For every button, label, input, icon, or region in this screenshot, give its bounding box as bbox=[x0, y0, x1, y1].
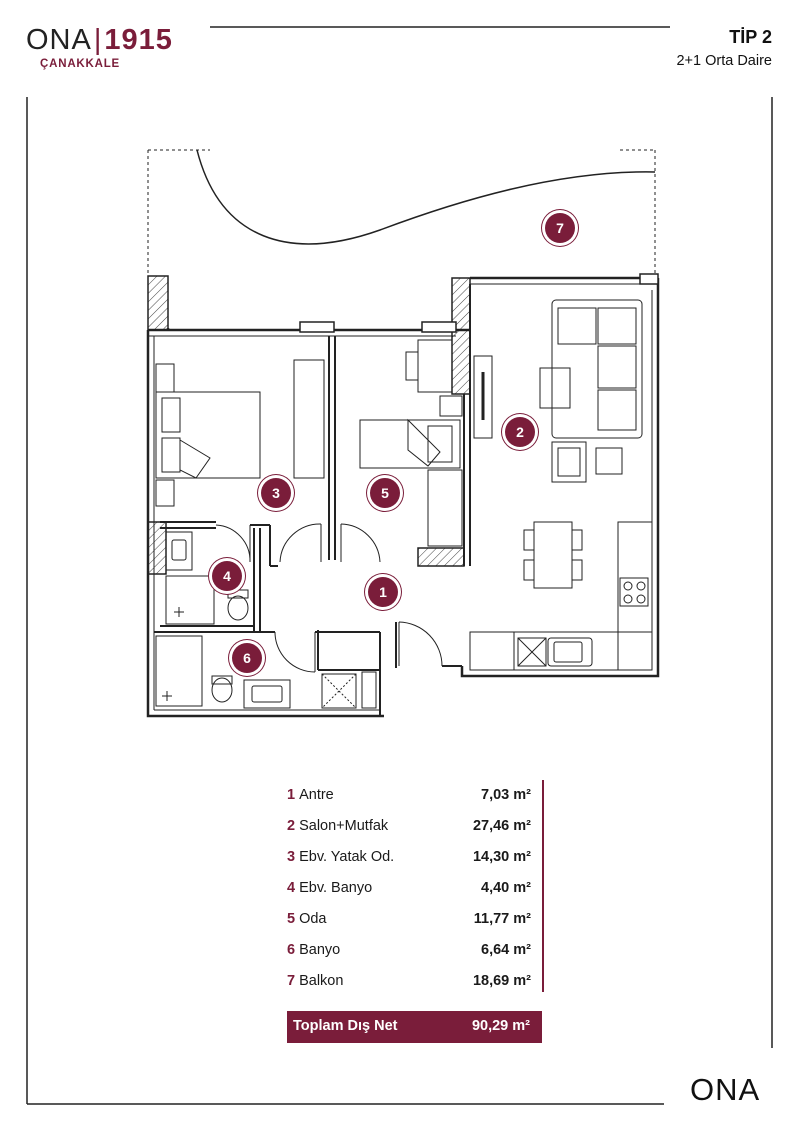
room-marker-2: 2 bbox=[505, 417, 535, 447]
table-row: 4 Ebv. Banyo 4,40 m² bbox=[287, 880, 543, 904]
total-area: 90,29 m² bbox=[471, 1018, 530, 1034]
row-number: 7 bbox=[287, 973, 300, 989]
table-row: 7 Balkon 18,69 m² bbox=[287, 973, 543, 997]
footer-logo: ONA bbox=[690, 1072, 761, 1107]
row-area: 11,77 m² bbox=[473, 911, 531, 927]
bathroom-4-fixtures bbox=[165, 531, 249, 625]
wall-columns bbox=[147, 275, 471, 575]
balcony bbox=[147, 149, 656, 276]
row-room-name: Balkon bbox=[299, 973, 344, 989]
table-row: 6 Banyo 6,64 m² bbox=[287, 942, 543, 966]
room-5-furniture bbox=[359, 339, 463, 547]
page-frame bbox=[26, 26, 773, 1105]
bathroom-6-fixtures bbox=[155, 635, 377, 709]
room-marker-7: 7 bbox=[545, 213, 575, 243]
room-marker-5: 5 bbox=[370, 478, 400, 508]
row-room-name: Ebv. Yatak Od. bbox=[299, 849, 395, 865]
table-row: 1 Antre 7,03 m² bbox=[287, 787, 543, 811]
row-room-name: Salon+Mutfak bbox=[299, 818, 389, 834]
logo-divider: | bbox=[93, 24, 103, 56]
row-room-name: Ebv. Banyo bbox=[299, 880, 373, 896]
row-area: 7,03 m² bbox=[481, 787, 531, 803]
room-marker-1: 1 bbox=[368, 577, 398, 607]
row-area: 27,46 m² bbox=[472, 818, 531, 834]
windows bbox=[299, 273, 659, 333]
bedroom-3-furniture bbox=[155, 359, 325, 507]
row-number: 2 bbox=[287, 818, 300, 834]
row-room-name: Banyo bbox=[299, 942, 341, 958]
row-area: 18,69 m² bbox=[472, 973, 531, 989]
living-room-furniture bbox=[473, 299, 643, 589]
brand-logo: ONA|1915 bbox=[26, 24, 173, 57]
row-room-name: Antre bbox=[299, 787, 334, 803]
row-number: 1 bbox=[287, 787, 300, 803]
outer-walls bbox=[146, 276, 660, 718]
table-accent-line bbox=[542, 780, 544, 992]
kitchen bbox=[469, 521, 653, 671]
brand-city: ÇANAKKALE bbox=[40, 58, 121, 70]
row-area: 6,64 m² bbox=[481, 942, 531, 958]
table-row: 3 Ebv. Yatak Od. 14,30 m² bbox=[287, 849, 543, 873]
door-swings bbox=[215, 523, 443, 673]
brand-name: ONA bbox=[26, 24, 92, 56]
page-title: TİP 2 bbox=[729, 27, 772, 47]
room-marker-4: 4 bbox=[212, 561, 242, 591]
row-room-name: Oda bbox=[299, 911, 327, 927]
inner-walls bbox=[154, 284, 471, 716]
total-label: Toplam Dış Net bbox=[293, 1018, 398, 1034]
row-area: 14,30 m² bbox=[472, 849, 531, 865]
row-number: 3 bbox=[287, 849, 300, 865]
room-marker-6: 6 bbox=[232, 643, 262, 673]
row-number: 5 bbox=[287, 911, 300, 927]
row-area: 4,40 m² bbox=[481, 880, 531, 896]
total-area-bar: Toplam Dış Net 90,29 m² bbox=[287, 1011, 542, 1043]
page-subtitle: 2+1 Orta Daire bbox=[676, 53, 772, 69]
room-marker-3: 3 bbox=[261, 478, 291, 508]
area-table: 1 Antre 7,03 m² 2 Salon+Mutfak 27,46 m² … bbox=[287, 780, 544, 1000]
table-row: 5 Oda 11,77 m² bbox=[287, 911, 543, 935]
table-row: 2 Salon+Mutfak 27,46 m² bbox=[287, 818, 543, 842]
row-number: 4 bbox=[287, 880, 300, 896]
row-number: 6 bbox=[287, 942, 300, 958]
brand-number: 1915 bbox=[104, 24, 173, 56]
